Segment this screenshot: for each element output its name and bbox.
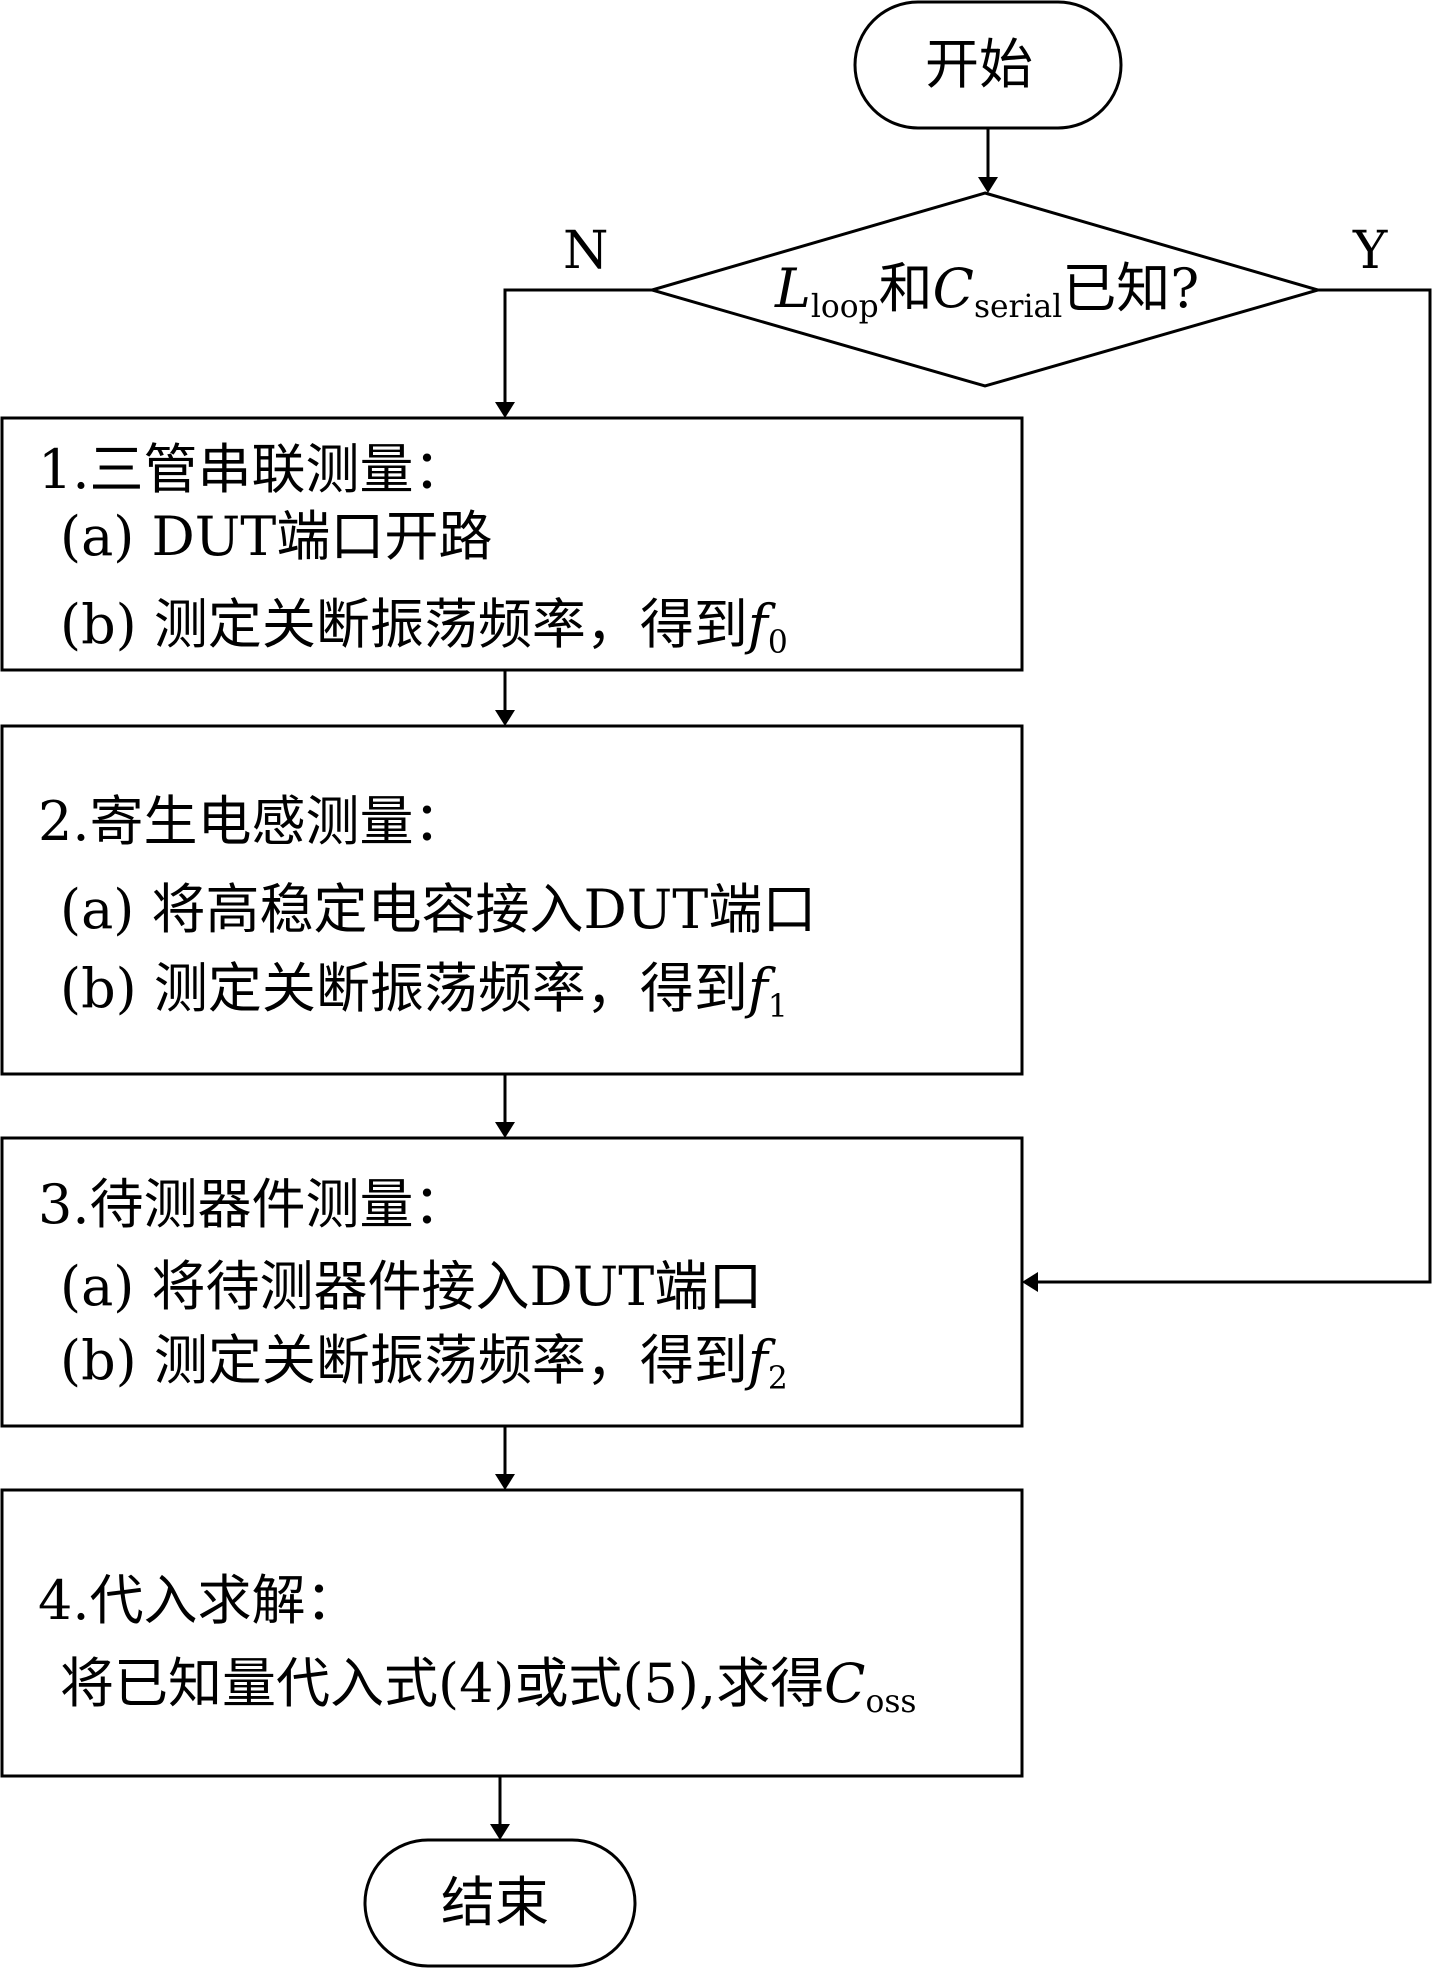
step-1-box [0,416,1024,672]
step-4-title: 4.代入求解： [38,1569,360,1632]
end-label: 结束 [441,1871,549,1934]
decision-yes-label: Y [1353,221,1388,281]
arrowhead-icon [1022,1272,1038,1292]
decision-condition: Lloop和Cserial已知? [775,262,1199,323]
step-1-line-b-text: (b) 测定关断振荡频率，得到 [60,593,748,656]
decision-question: 已知? [1062,257,1200,320]
step-4-C-symbol: C [824,1652,866,1715]
step-2-line-a: (a) 将高稳定电容接入DUT端口 [60,878,817,941]
step-3-line-b: (b) 测定关断振荡频率，得到f2 [60,1334,788,1395]
arrowhead-icon [978,177,998,193]
step-3-line-b-text: (b) 测定关断振荡频率，得到 [60,1329,748,1392]
decision-L-symbol: L [775,257,811,320]
start-label: 开始 [925,33,1033,96]
arrowhead-icon [495,710,515,726]
step-3-title: 3.待测器件测量： [38,1173,468,1236]
step-4-line-text: 将已知量代入式(4)或式(5),求得 [60,1652,825,1715]
step-4-C-subscript: oss [865,1684,917,1721]
decision-L-subscript: loop [810,289,879,326]
arrowhead-icon [495,1474,515,1490]
arrowhead-icon [495,402,515,418]
step-3-line-a: (a) 将待测器件接入DUT端口 [60,1255,763,1318]
step-4-box [0,1488,1024,1778]
step-1-line-b: (b) 测定关断振荡频率，得到f0 [60,598,788,659]
decision-C-subscript: serial [973,289,1063,326]
step-2-f-symbol: f [747,957,768,1020]
decision-conjunction: 和 [878,257,933,320]
step-1-f-subscript: 0 [767,625,788,662]
step-2-line-b-text: (b) 测定关断振荡频率，得到 [60,957,748,1020]
step-1-f-symbol: f [747,593,768,656]
step-2-f-subscript: 1 [767,989,788,1026]
step-2-line-b: (b) 测定关断振荡频率，得到f1 [60,962,788,1023]
step-1-title: 1.三管串联测量： [38,438,468,501]
step-3-f-subscript: 2 [767,1361,788,1398]
decision-diamond [646,191,1324,388]
step-3-f-symbol: f [747,1329,768,1392]
arrowhead-icon [490,1824,510,1840]
step-2-title: 2.寄生电感测量： [38,790,468,853]
step-1-line-a: (a) DUT端口开路 [60,505,493,568]
arrow-yes-branch [1038,288,1432,1284]
step-2-box [0,724,1024,1076]
arrow-no-branch [503,288,652,402]
decision-C-symbol: C [932,257,974,320]
step-4-line: 将已知量代入式(4)或式(5),求得Coss [60,1657,916,1718]
arrowhead-icon [495,1122,515,1138]
decision-no-label: N [563,221,609,281]
